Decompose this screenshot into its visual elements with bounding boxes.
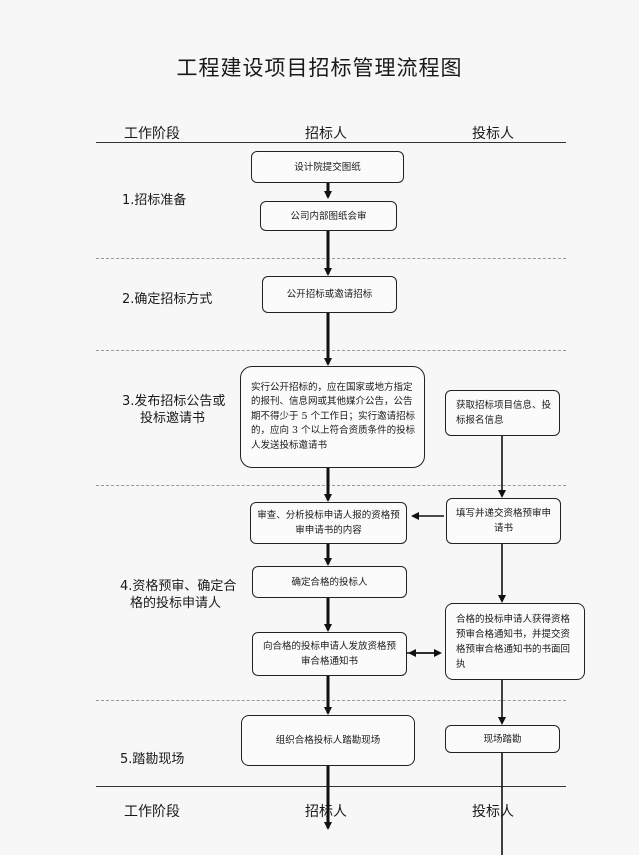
footer-header-bidder: 投标人 <box>472 804 514 820</box>
box-organize-visit: 组织合格投标人踏勘现场 <box>241 715 415 766</box>
box-fill-submit: 填写并递交资格预审申请书 <box>446 498 561 544</box>
column-header-bidder: 投标人 <box>472 126 514 142</box>
stage-2-label: 2.确定招标方式 <box>122 292 213 307</box>
footer-divider <box>96 786 566 787</box>
box-get-info: 获取招标项目信息、投标报名信息 <box>445 390 560 436</box>
stage-4-label-line1: 4.资格预审、确定合 <box>120 579 237 594</box>
box-site-visit: 现场踏勘 <box>445 725 560 753</box>
stage-1-label: 1.招标准备 <box>122 193 187 208</box>
box-internal-review: 公司内部图纸会审 <box>260 201 397 231</box>
box-receive-notice: 合格的投标申请人获得资格预审合格通知书，并提交资格预审合格通知书的书面回执 <box>445 603 585 680</box>
box-public-or-invite: 公开招标或邀请招标 <box>262 276 397 313</box>
stage-4-label: 4.资格预审、确定合 格的投标申请人 <box>120 578 236 612</box>
column-header-tenderer: 招标人 <box>305 126 347 142</box>
footer-header-stage: 工作阶段 <box>124 804 180 820</box>
stage-divider <box>96 485 566 486</box>
box-design-submit: 设计院提交图纸 <box>251 151 404 183</box>
stage-3-label-line2: 投标邀请书 <box>140 411 206 426</box>
box-review-applications: 审查、分析投标申请人报的资格预审申请书的内容 <box>250 502 407 544</box>
box-issue-notice: 向合格的投标申请人发放资格预审合格通知书 <box>252 632 407 676</box>
column-header-stage: 工作阶段 <box>124 126 180 142</box>
header-divider <box>96 142 566 143</box>
stage-3-label-line1: 3.发布招标公告或 <box>122 394 226 409</box>
box-determine-qualified: 确定合格的投标人 <box>252 566 407 598</box>
stage-divider <box>96 700 566 701</box>
stage-divider <box>96 350 566 351</box>
stage-3-label: 3.发布招标公告或 投标邀请书 <box>122 393 225 427</box>
stage-5-label: 5.踏勘现场 <box>120 752 185 767</box>
box-announce: 实行公开招标的，应在国家或地方指定的报刊、信息网或其他媒介公告，公告期不得少于 … <box>240 366 425 468</box>
stage-divider <box>96 258 566 259</box>
footer-header-tenderer: 招标人 <box>305 804 347 820</box>
page-title: 工程建设项目招标管理流程图 <box>176 56 463 80</box>
stage-4-label-line2: 格的投标申请人 <box>130 596 222 611</box>
